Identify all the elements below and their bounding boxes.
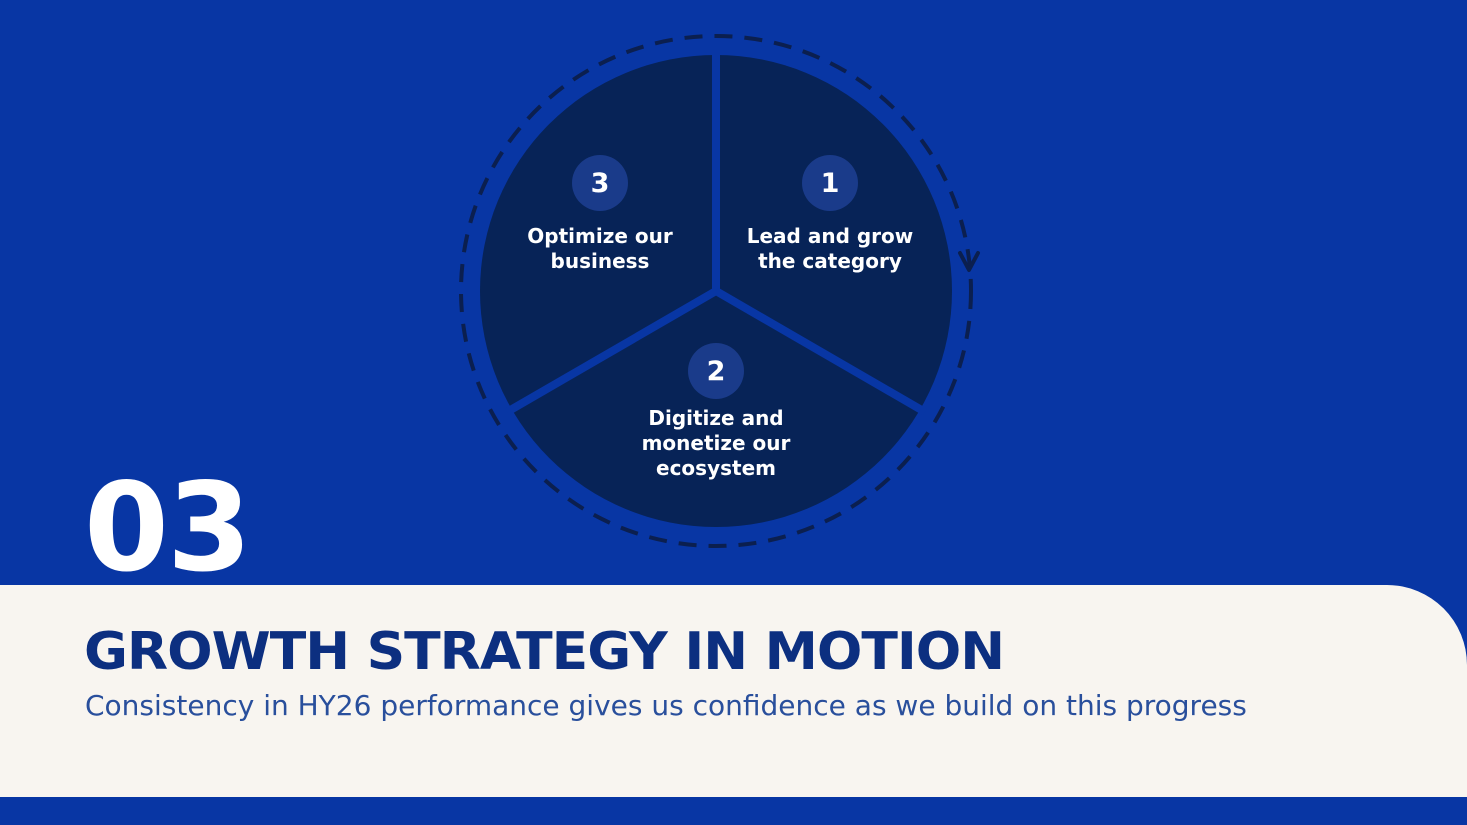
title-panel [0, 585, 1467, 797]
segment-3-label: Optimize our business [500, 224, 700, 274]
segment-1-label: Lead and grow the category [730, 224, 930, 274]
segment-2-label-line: Digitize and [648, 406, 784, 430]
segment-3-label-line: business [550, 249, 650, 273]
cycle-arrow-icon [958, 251, 980, 272]
slide-title: GROWTH STRATEGY IN MOTION [84, 622, 1005, 682]
dashed-cycle-ring [459, 34, 973, 548]
segment-2-label-line: ecosystem [656, 456, 776, 480]
slide-subtitle: Consistency in HY26 performance gives us… [85, 689, 1247, 722]
segment-3-number-badge: 3 [572, 155, 628, 211]
segment-2-label: Digitize and monetize our ecosystem [616, 406, 816, 481]
segment-2-number-badge: 2 [688, 343, 744, 399]
segment-1-number-badge: 1 [802, 155, 858, 211]
segment-2-label-line: monetize our [641, 431, 791, 455]
divider-left [504, 287, 719, 416]
segment-3-label-line: Optimize our [527, 224, 673, 248]
segment-1-label-line: Lead and grow [746, 224, 914, 248]
bottom-bar [0, 797, 1467, 825]
section-number: 03 [84, 457, 252, 599]
divider-right [713, 287, 928, 416]
segment-1-label-line: the category [758, 249, 902, 273]
